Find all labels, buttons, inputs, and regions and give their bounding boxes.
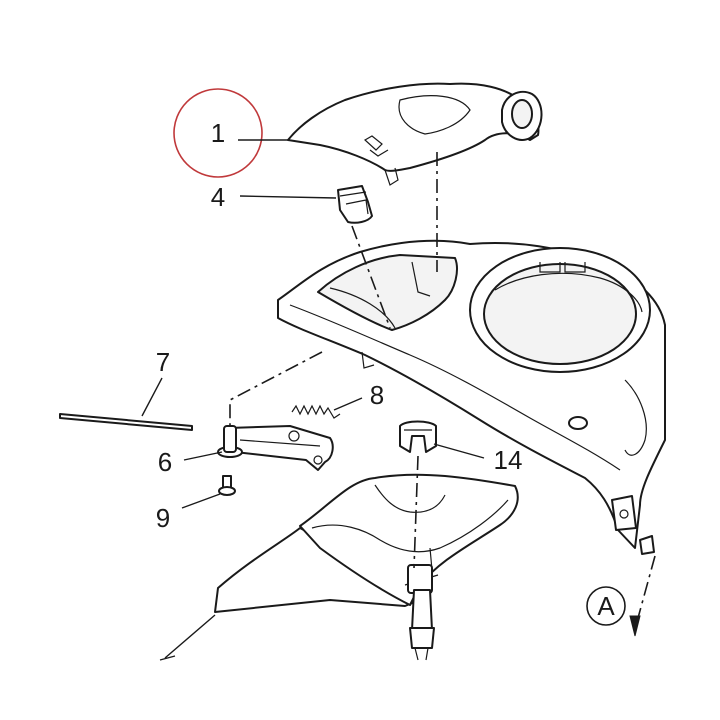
assembly-lines [229,152,656,619]
leader-9 [181,493,221,509]
part-1-cover [287,82,543,186]
part-6-lever [183,425,334,471]
leader-7 [141,377,163,417]
callout-4: 4 [211,182,225,212]
part-4-clip [239,185,373,224]
callout-6: 6 [158,447,172,477]
leader-8 [333,397,363,411]
callout-1: 1 [211,118,225,148]
part-8-spring [291,397,363,419]
callout-7: 7 [156,347,170,377]
leader-4 [239,195,337,199]
main-frame [277,239,666,555]
arrow-marker-a: A [586,586,641,637]
part-14-bracket [399,420,485,459]
leader-6 [183,451,223,461]
arrow-marker-a-label: A [597,591,615,621]
callout-8: 8 [370,380,384,410]
part-7-rod [59,377,193,431]
part-1-highlight-circle [173,88,263,178]
lower-housing [159,473,519,661]
callout-14: 14 [494,445,523,475]
callout-9: 9 [156,503,170,533]
part-9-screw [181,475,236,509]
leader-14 [433,443,485,459]
